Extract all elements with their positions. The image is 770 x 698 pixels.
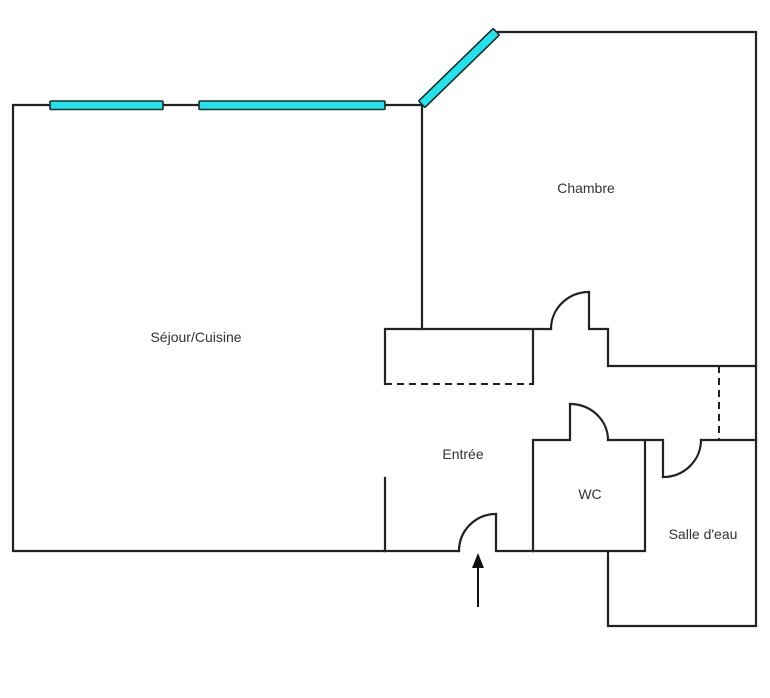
walls bbox=[11, 30, 758, 628]
room-label-wc: WC bbox=[578, 486, 602, 502]
doors bbox=[457, 290, 703, 553]
room-label-salle-eau: Salle d'eau bbox=[668, 526, 738, 542]
entry-arrow-icon bbox=[472, 553, 484, 607]
door-salle-eau-icon bbox=[661, 438, 703, 479]
window-2-icon bbox=[198, 100, 386, 111]
door-entree-icon bbox=[457, 512, 498, 553]
door-wc-icon bbox=[568, 402, 610, 442]
room-label-sejour: Séjour/Cuisine bbox=[150, 329, 242, 345]
room-label-entree: Entrée bbox=[442, 446, 484, 462]
windows bbox=[49, 28, 500, 111]
room-label-chambre: Chambre bbox=[557, 180, 615, 196]
door-chambre-icon bbox=[549, 290, 591, 331]
window-1-icon bbox=[49, 100, 164, 111]
window-3-icon bbox=[418, 28, 500, 108]
